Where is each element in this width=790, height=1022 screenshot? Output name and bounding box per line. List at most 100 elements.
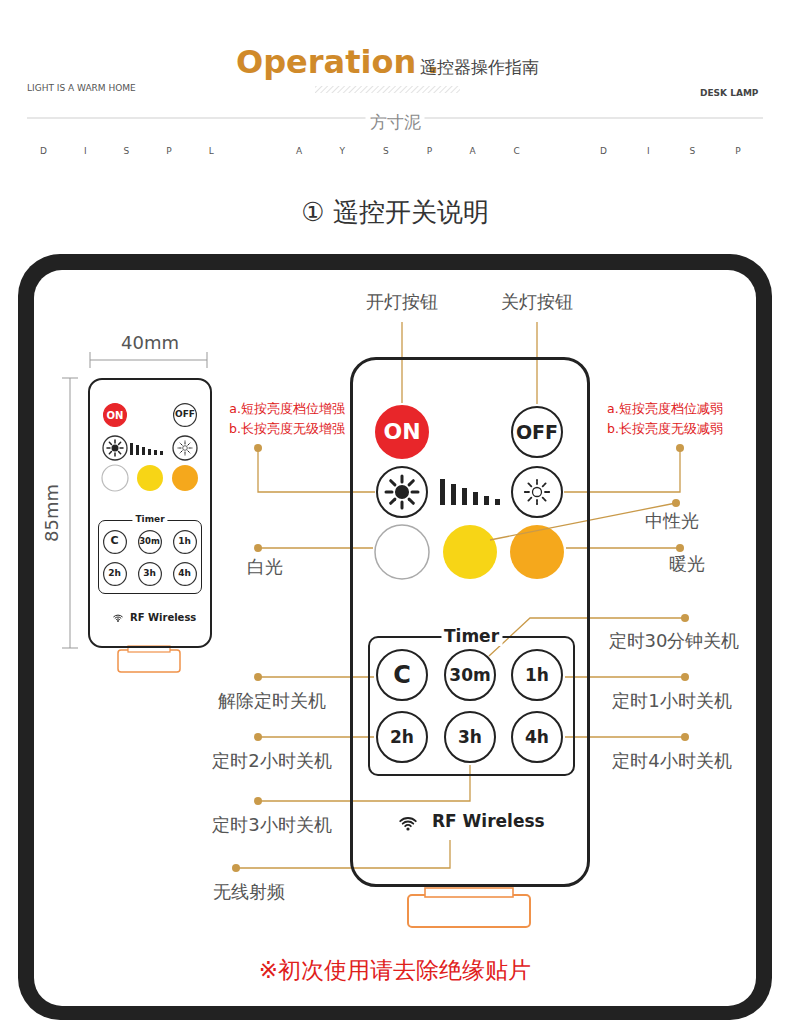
drawing-stroke	[536, 500, 538, 505]
callout-label: 定时4小时关机	[612, 751, 731, 772]
level-bar	[495, 499, 500, 505]
remote-button: 30m	[138, 530, 162, 554]
insulation-tab	[408, 895, 530, 927]
sun-icon	[178, 441, 192, 455]
drawing-stroke	[676, 444, 684, 452]
remote-button: OFF	[511, 406, 563, 458]
remote-button: 1h	[173, 530, 197, 554]
callout-label: 定时2小时关机	[212, 751, 331, 772]
drawing-stroke	[412, 491, 418, 494]
drawing-stroke	[565, 676, 685, 677]
drawing-stroke	[62, 648, 78, 649]
drawing-stroke	[117, 620, 119, 622]
drawing-stroke	[533, 488, 542, 497]
page-subtitle: 遥控器操作指南	[420, 58, 539, 78]
neutral-light-button	[137, 465, 163, 491]
button-label: 30m	[139, 537, 160, 546]
button-circle	[173, 530, 196, 553]
remote-button: 4h	[173, 562, 197, 586]
drawing-stroke	[524, 491, 529, 493]
drawing-stroke	[112, 445, 118, 451]
drawing-stroke	[180, 451, 182, 453]
remote-button: 2h	[103, 562, 127, 586]
drawing-stroke	[543, 483, 547, 487]
callout-label: 白光	[247, 557, 283, 578]
drawing-stroke	[672, 499, 680, 507]
button-label: 1h	[525, 666, 549, 685]
white-light-button	[375, 525, 429, 579]
decor-letters: DISPL	[40, 146, 251, 156]
level-bar	[484, 496, 489, 505]
insulation-tab	[425, 888, 513, 897]
brightness-down-button	[173, 436, 197, 460]
dimension: 40mm	[121, 333, 179, 354]
drawing-stroke	[119, 452, 121, 454]
drawing-stroke	[178, 448, 181, 449]
remote-button: OFF	[173, 403, 197, 427]
drawing-stroke	[676, 544, 684, 552]
white-light-button	[102, 465, 128, 491]
button-circle	[103, 562, 126, 585]
neutral-light-button	[443, 525, 497, 579]
timer-group: TimerC30m1h2h3h4h	[98, 520, 202, 594]
drawing-stroke	[258, 448, 375, 492]
drawing-stroke	[401, 476, 404, 482]
remote-button: ON	[103, 403, 127, 427]
remote-button: 4h	[511, 711, 563, 763]
drawing-stroke	[183, 446, 188, 451]
remote-button: ON	[375, 405, 429, 459]
callout-label: 解除定时关机	[218, 691, 326, 712]
button-circle	[512, 712, 562, 762]
drawing-stroke	[180, 443, 182, 445]
drawing-stroke	[114, 453, 116, 456]
button-circle	[173, 562, 196, 585]
remote-button: C	[376, 649, 428, 701]
brightness-up-button	[377, 467, 427, 517]
decor-letters: DISP	[600, 146, 781, 156]
drawing-stroke	[254, 544, 262, 552]
remote-button: 2h	[376, 711, 428, 763]
drawing-stroke	[185, 452, 186, 455]
drawing-stroke	[258, 736, 374, 737]
group-heading: Timer	[441, 627, 502, 646]
icons	[107, 440, 550, 831]
callout-label: 无线射频	[213, 882, 285, 903]
remote-body: RF WirelessONOFFTimerC30m1h2h3h4h	[88, 378, 212, 648]
drawing-stroke	[681, 733, 689, 741]
button-label: ON	[107, 410, 124, 421]
frame-inner	[34, 270, 756, 1006]
drawing-stroke	[681, 614, 689, 622]
drawing-stroke	[564, 448, 680, 492]
brightness-up-button	[103, 436, 127, 460]
button-circle	[377, 650, 427, 700]
sun-icon	[107, 440, 123, 456]
button-circle	[104, 404, 127, 427]
callout-label: 中性光	[645, 511, 699, 532]
drawing-stroke	[405, 825, 411, 826]
remote-button: 1h	[511, 649, 563, 701]
remote-button: 30m	[444, 649, 496, 701]
button-circle	[138, 530, 161, 553]
button-circle	[445, 712, 495, 762]
timer-group: TimerC30m1h2h3h4h	[368, 636, 575, 776]
level-bar	[440, 479, 445, 505]
level-bar	[160, 451, 163, 455]
drawing-stroke	[566, 547, 680, 548]
section-heading: ① 遥控开关说明	[301, 198, 489, 228]
button-circle	[445, 650, 495, 700]
warm-light-button	[510, 525, 564, 579]
drawing-stroke	[114, 440, 116, 443]
function-note: b.长按亮度无级增强	[229, 422, 345, 436]
drawing-stroke	[545, 491, 550, 493]
button-circle	[376, 406, 428, 458]
button-circle	[512, 407, 562, 457]
drawing-stroke	[90, 352, 91, 368]
level-bar	[148, 449, 151, 455]
drawing-stroke	[258, 547, 373, 548]
drawing-stroke	[232, 864, 240, 872]
leader-dots	[232, 444, 689, 872]
frame-outer	[18, 254, 772, 1020]
warning-note: ※初次使用请去除绝缘贴片	[259, 957, 531, 983]
drawing-stroke	[543, 498, 547, 502]
drawing-stroke	[403, 822, 414, 824]
